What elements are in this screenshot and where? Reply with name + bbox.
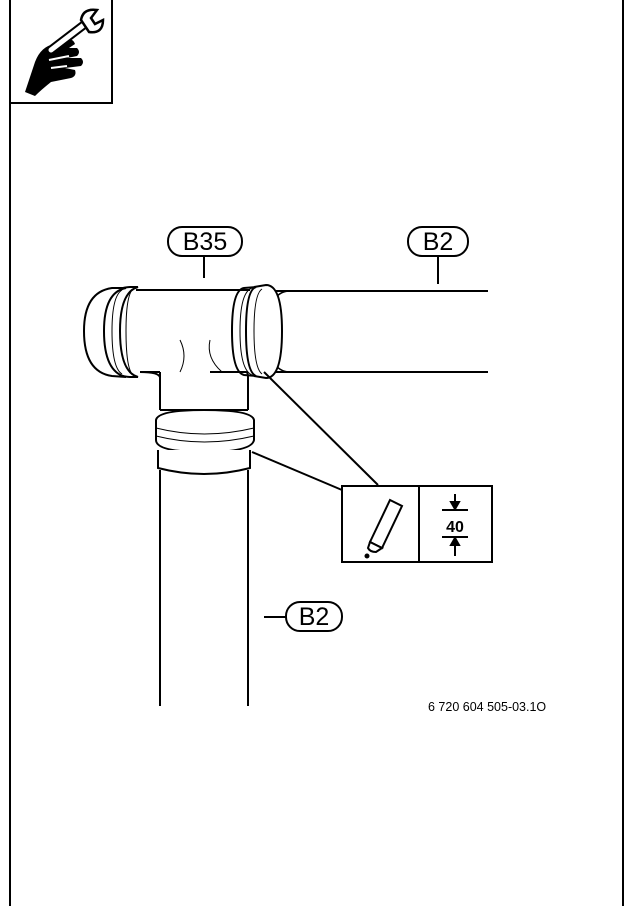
page-frame: [9, 0, 624, 906]
wrench-hand-icon: [25, 8, 105, 96]
tool-icon-box: [9, 0, 113, 104]
reference-number: 6 720 604 505-03.1O: [428, 700, 547, 714]
